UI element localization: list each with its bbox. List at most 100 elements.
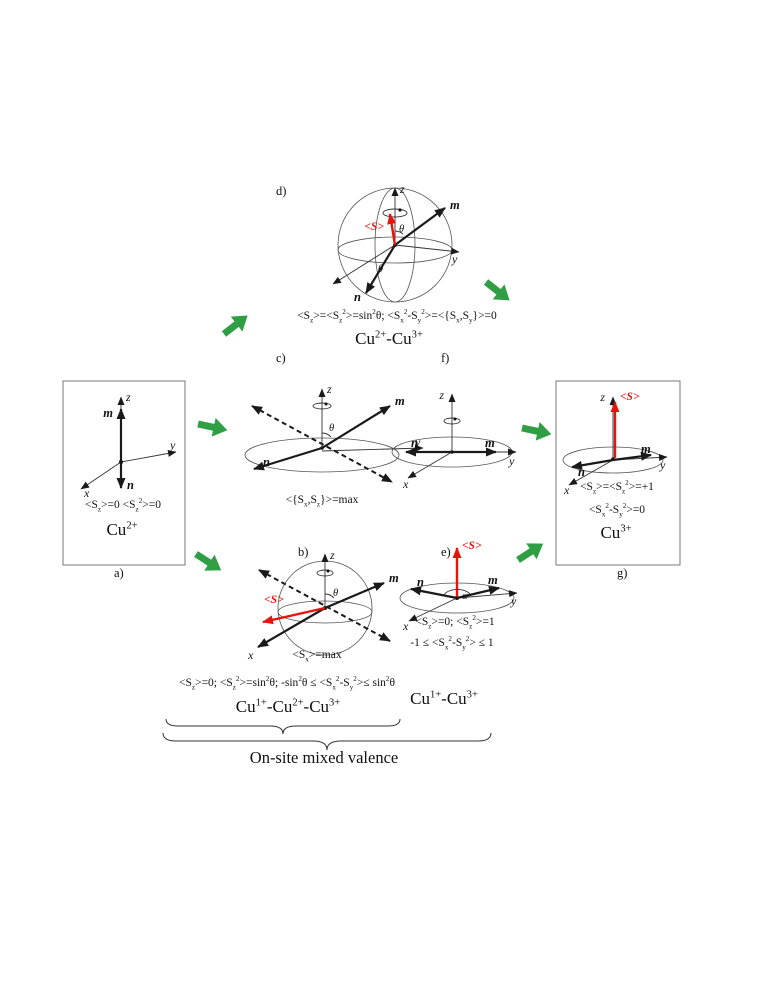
d-y-axis [394, 244, 460, 255]
d-m-label: m [450, 198, 460, 212]
inner-brace [165, 718, 401, 735]
panel-g-caption: Cu3+ [600, 523, 632, 542]
d-m-vector [394, 207, 446, 246]
panel-c-drawing: z y m n θ [244, 382, 424, 483]
a-m-label: m [103, 406, 113, 420]
green-arrow-e-to-g [516, 543, 544, 563]
d-theta-bottom-label: θ [378, 264, 383, 275]
panel-d-caption: Cu2+-Cu3+ [355, 329, 423, 348]
c-oscillating-vector-dashed [251, 405, 393, 483]
bottom-caption-right: Cu1+-Cu3+ [410, 689, 478, 708]
c-z-label: z [326, 382, 332, 396]
mixed-valence-caption: On-site mixed valence [249, 748, 399, 767]
panel-e-drawing: <S> y x n m α [399, 540, 518, 633]
b-x-vector [257, 607, 326, 648]
panel-g-label: g) [617, 566, 628, 580]
panel-a-caption: Cu2+ [106, 520, 138, 539]
a-x-label: x [83, 486, 90, 500]
c-y-label: y [414, 435, 421, 449]
d-z-label: z [399, 182, 405, 196]
d-theta-arc [394, 230, 404, 235]
d-n-label: n [354, 290, 361, 304]
a-z-label: z [125, 390, 131, 404]
e-alpha-arc [443, 588, 471, 596]
panel-e-label: e) [441, 545, 451, 559]
f-precession-dot [453, 417, 457, 421]
panel-e-formula-2: -1 ≤ <Sx2-Sy2> ≤ 1 [410, 635, 494, 652]
b-theta-label: θ [333, 588, 338, 599]
d-n-vector [365, 244, 396, 294]
g-frame-box [555, 380, 681, 566]
a-y-label: y [169, 438, 176, 452]
e-n-label: n [417, 575, 424, 589]
b-spin-label: <S> [264, 594, 284, 606]
d-precession-dot [398, 208, 402, 212]
a-frame-box [62, 380, 186, 566]
b-z-label: z [329, 548, 335, 562]
green-arrow-f-to-g [521, 422, 552, 441]
c-y-axis [321, 444, 424, 452]
g-m-vector [612, 451, 652, 462]
panel-g-formula-1: <Sz>=<Sz2>=+1 [580, 479, 654, 496]
panel-g-formula-2: <Sx2-Sy2>=0 [588, 502, 646, 519]
d-spin-vector [387, 213, 397, 246]
d-theta-top-label: θ [399, 224, 404, 235]
e-n-vector [410, 586, 458, 600]
green-arrow-a-to-b [194, 551, 222, 571]
e-x-axis [408, 597, 458, 622]
panel-a-label: a) [114, 566, 124, 580]
g-z-label: z [599, 390, 605, 404]
f-z-label: z [438, 388, 444, 402]
a-n-label: n [127, 478, 134, 492]
panel-g-drawing: z <S> y x n m [555, 380, 681, 566]
panel-a-drawing: z y x m n [62, 380, 186, 566]
bottom-formula: <Sz>=0; <Sz2>=sin2θ; -sin2θ ≤ <Sx2-Sy2>≤… [179, 675, 395, 692]
d-x-axis [332, 244, 396, 285]
panel-b-label: b) [298, 545, 309, 559]
c-m-vector [321, 405, 391, 449]
b-m-label: m [389, 571, 399, 585]
e-m-vector [456, 585, 500, 600]
f-x-label: x [402, 477, 409, 491]
a-center-dot [119, 460, 123, 464]
panel-c-formula: <{Sx,Sz}>=max [285, 494, 359, 509]
e-spin-label: <S> [462, 540, 482, 552]
b-spin-vector [262, 606, 326, 625]
f-n-label: n [411, 436, 418, 450]
b-m-vector [324, 581, 385, 610]
panel-a-formula: <Sz>=0 <Sz2>=0 [84, 497, 162, 514]
green-arrow-a-to-c [197, 418, 228, 437]
panel-e-formula-1: <Sz>=0; <Sz2>=1 [415, 614, 495, 631]
b-precession-dot [326, 569, 330, 573]
panel-d-drawing: z y m n <S> θ θ [332, 182, 460, 304]
panel-f-label: f) [441, 351, 450, 365]
c-n-vector [253, 446, 323, 471]
bottom-caption-left: Cu1+-Cu2+-Cu3+ [235, 697, 341, 716]
green-arrow-c-to-d [221, 315, 248, 337]
e-alpha-label: α [462, 591, 468, 602]
f-x-axis [407, 451, 453, 479]
panel-b-drawing: z m x <S> θ [247, 548, 399, 662]
g-x-axis [568, 459, 614, 486]
c-theta-arc [321, 432, 332, 438]
b-theta-arc [324, 593, 335, 599]
b-x-label: x [247, 648, 254, 662]
g-x-label: x [563, 483, 570, 497]
flow-arrows [194, 279, 552, 571]
g-y-label: y [659, 458, 666, 472]
e-y-label: y [510, 594, 517, 608]
g-spin-label: <S> [620, 391, 640, 403]
a-x-axis [80, 461, 122, 490]
d-spin-label: <S> [364, 221, 384, 233]
f-m-label: m [485, 436, 495, 450]
green-arrow-d-to-g [483, 279, 510, 301]
panel-f-drawing: z y x n m [391, 388, 517, 491]
e-y-axis [456, 590, 518, 599]
panel-b-formula: <Sx>=max [292, 649, 342, 664]
g-n-vector [571, 458, 614, 470]
d-y-label: y [451, 252, 458, 266]
outer-brace [162, 732, 492, 751]
braces [162, 718, 492, 751]
